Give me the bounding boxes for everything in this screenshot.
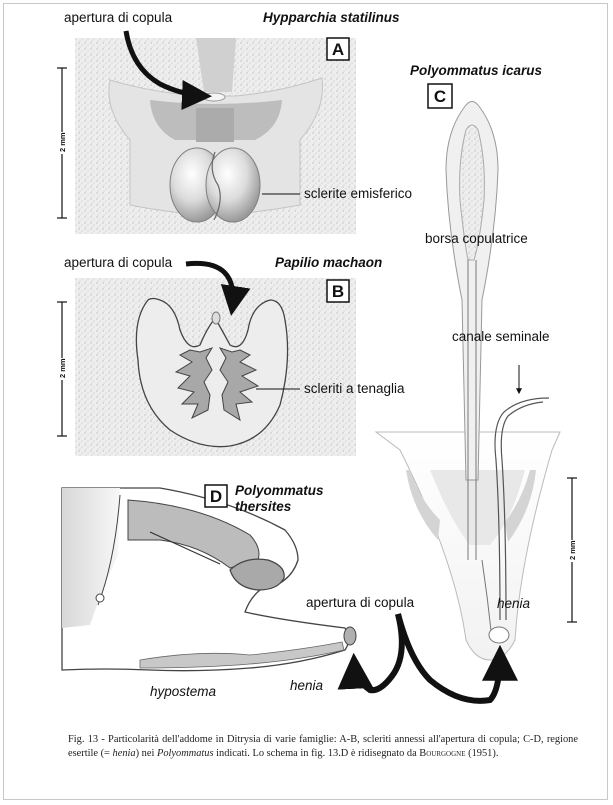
panel-d-henia-label: henia [290,678,324,693]
panel-d: D Polyommatus thersites hypostema henia [62,483,356,699]
caption-author: Bourgogne [419,748,465,759]
caption-part3: indicati. Lo schema in fig. 13.D è ridis… [214,748,420,759]
panel-d-letter: D [210,487,222,506]
shared-opening-label: apertura di copula [306,595,415,610]
panel-a-opening-label: apertura di copula [64,10,173,25]
panel-a: A apertura di copula Hypparchia statilin… [56,10,412,234]
panel-d-hypostema-label: hypostema [150,684,217,699]
caption-part2: ) nei [136,748,157,759]
panel-b-scale-label: 2 mm [58,358,67,378]
panel-b-species: Papilio machaon [275,255,382,270]
panel-c: C Polyommatus icarus borsa copulatrice c… [376,63,578,660]
panel-a-scale-label: 2 mm [58,132,67,152]
panel-c-bursa-label: borsa copulatrice [425,231,528,246]
panel-a-scale-bar: 2 mm [56,68,68,218]
caption-part4: (1951). [466,748,499,759]
panel-b: B apertura di copula Papilio machaon scl… [56,255,405,456]
caption-henia: henia [113,748,136,759]
panel-d-species-line1: Polyommatus [235,483,324,498]
panel-b-scale-bar: 2 mm [56,302,68,436]
panel-a-central-sclerite [196,108,234,142]
panel-a-letter: A [332,40,344,59]
panel-c-henia [489,627,509,643]
caption-genus: Polyommatus [157,748,214,759]
panel-c-scale-label: 2 mm [568,540,577,560]
panel-c-canal-label: canale seminale [452,329,550,344]
panel-c-henia-label: henia [497,596,531,611]
panel-a-species: Hypparchia statilinus [263,10,400,25]
panel-b-opening [212,312,220,324]
panel-a-opening [203,93,225,101]
panel-b-structure-label: scleriti a tenaglia [304,381,405,396]
panel-c-scale-bar: 2 mm [566,478,578,622]
panel-d-species-line2: thersites [235,499,292,514]
panel-a-sclerite-right [206,148,260,222]
panel-a-structure-label: sclerite emisferico [304,186,412,201]
panel-d-henia [344,627,356,645]
panel-b-opening-label: apertura di copula [64,255,173,270]
panel-c-letter: C [434,87,446,106]
arrow-to-panel-d [354,614,402,690]
panel-c-species: Polyommatus icarus [410,63,543,78]
panel-b-letter: B [332,282,344,301]
figure-caption: Fig. 13 - Particolarità dell'addome in D… [68,733,578,761]
